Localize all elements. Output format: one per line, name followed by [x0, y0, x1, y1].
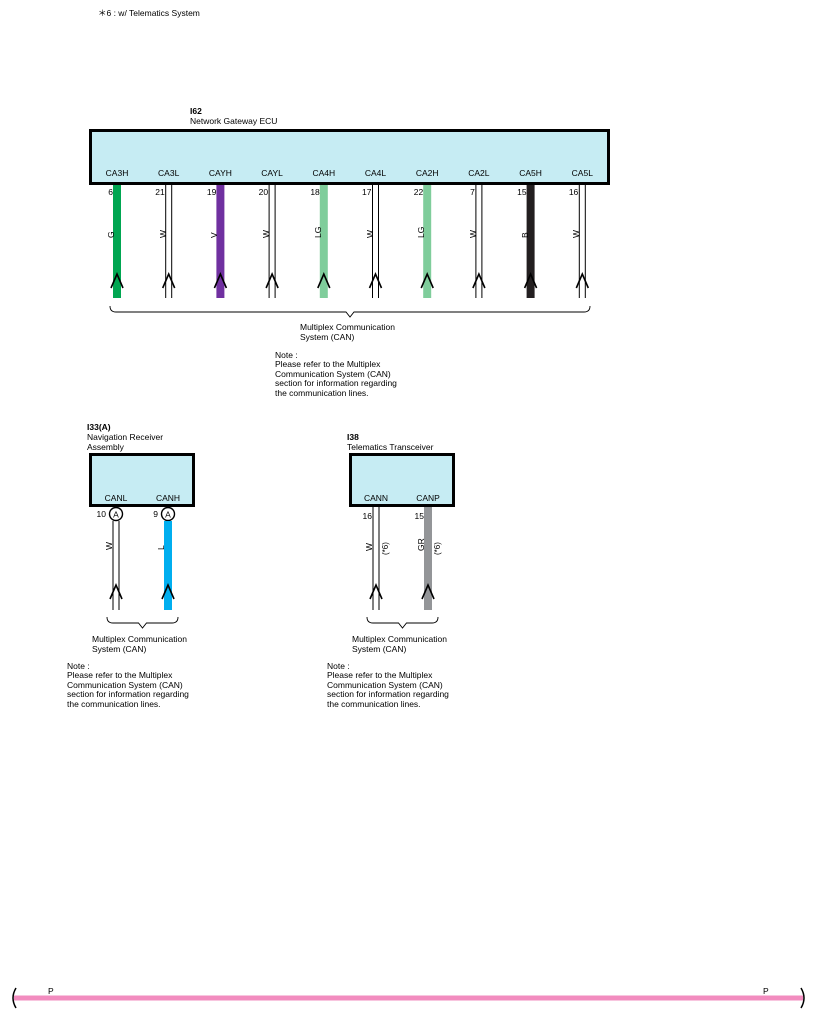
gateway-code: I62: [190, 106, 202, 116]
bus-label-right: P: [763, 986, 769, 996]
telematics-transceiver-box: [349, 453, 455, 507]
gateway-pin-number: 18: [310, 187, 320, 197]
nav-connector-letter: A: [165, 510, 171, 520]
gateway-pin-label: CA2H: [415, 168, 439, 178]
telematics-wire-tag: (*6): [433, 542, 442, 555]
nav-wire-color-code: W: [104, 541, 114, 550]
gateway-wire-color-code: W: [261, 229, 272, 238]
nav-pin-label: CANL: [104, 493, 128, 503]
gateway-pin-number: 20: [258, 187, 269, 197]
gateway-pin-label: CA3L: [158, 168, 180, 178]
gateway-wire-arrow: [575, 271, 590, 289]
gateway-wire-arrow: [523, 271, 538, 289]
nav-pin-number: 10: [96, 509, 106, 519]
gateway-wire-arrow: [213, 271, 228, 289]
gateway-wire-color-code: W: [467, 229, 478, 238]
gateway-ecu-box: [89, 129, 610, 185]
gateway-pin-label: CA2L: [468, 168, 490, 178]
gateway-wire-arrow: [472, 271, 486, 289]
gateway-pin-label: CA5H: [519, 168, 542, 178]
nav-wire-arrow: [161, 582, 175, 600]
gateway-wire-arrow: [317, 271, 331, 289]
gateway-pin-label: CA5L: [571, 168, 593, 178]
gateway-pin-number: 22: [413, 187, 424, 197]
telematics-code: I38: [347, 432, 359, 442]
telematics-name: Telematics Transceiver: [347, 442, 434, 452]
gateway-wire-arrow: [161, 271, 176, 289]
gateway-bus-brace: [109, 305, 591, 318]
nav-pin-label: CANH: [155, 493, 181, 503]
gateway-pin-label: CA3H: [105, 168, 129, 178]
gateway-pin-label: CA4H: [312, 168, 336, 178]
nav-wire-color-code: L: [156, 545, 166, 550]
gateway-wire-arrow: [420, 271, 434, 289]
nav-pin-number: 9: [153, 509, 158, 519]
nav-connector-circle: [160, 506, 176, 522]
telematics-pin-label: CANN: [363, 493, 389, 503]
nav-system-label-1: Multiplex Communication: [92, 634, 187, 644]
gateway-wire-color-code: V: [209, 232, 220, 238]
gateway-note-title: Note :: [275, 350, 298, 360]
telematics-system-label-1: Multiplex Communication: [352, 634, 447, 644]
nav-connector-letter: A: [113, 510, 119, 520]
telematics-pin-number: 16: [362, 511, 372, 521]
gateway-pin-number: 15: [517, 187, 527, 197]
telematics-wire-color-code: W: [364, 542, 374, 551]
gateway-pin-label: CA4L: [364, 168, 387, 178]
gateway-wire-arrow: [265, 271, 279, 289]
gateway-pin-number: 19: [206, 187, 217, 197]
gateway-pin-label: CAYH: [208, 168, 232, 178]
gateway-system-label-1: Multiplex Communication: [300, 322, 395, 332]
gateway-note-body: Please refer to the Multiplex Communicat…: [275, 359, 397, 398]
telematics-bus-brace: [366, 616, 439, 629]
nav-code: I33(A): [87, 422, 111, 432]
nav-wire-arrow: [109, 582, 123, 600]
gateway-wire-color-code: LG: [416, 226, 427, 238]
bus-break-right: [800, 987, 805, 1009]
telematics-pin-number: 15: [414, 511, 424, 521]
gateway-system-label-2: System (CAN): [300, 332, 355, 342]
telematics-pin-label: CANP: [416, 493, 440, 503]
gateway-wire-color-code: LG: [312, 226, 323, 238]
nav-bus-brace: [106, 616, 179, 629]
gateway-wire-color-code: W: [157, 229, 168, 238]
nav-note-body: Please refer to the Multiplex Communicat…: [67, 670, 189, 709]
gateway-pin-number: 21: [155, 187, 165, 197]
gateway-pin-label: CAYL: [261, 168, 283, 178]
telematics-note-title: Note :: [327, 661, 350, 671]
nav-system-label-2: System (CAN): [92, 644, 147, 654]
gateway-pin-number: 6: [108, 187, 113, 197]
telematics-system-label-2: System (CAN): [352, 644, 407, 654]
gateway-wire-arrow: [368, 271, 383, 289]
gateway-wire-arrow: [110, 271, 124, 289]
nav-receiver-box: [89, 453, 195, 507]
gateway-pin-number: 7: [470, 187, 475, 197]
gateway-wire-color-code: B: [519, 232, 530, 238]
nav-name-2: Assembly: [87, 442, 124, 452]
telematics-wire-arrow: [421, 582, 435, 600]
footnote: ＊6 : w/ Telematics System: [98, 8, 200, 18]
gateway-pin-number: 16: [568, 187, 579, 197]
gateway-name: Network Gateway ECU: [190, 116, 278, 126]
telematics-wire-color-code: GR: [416, 538, 426, 551]
gateway-wire-color-code: W: [571, 229, 582, 238]
telematics-wire-arrow: [369, 582, 383, 600]
nav-connector-circle: [108, 506, 124, 522]
telematics-note-body: Please refer to the Multiplex Communicat…: [327, 670, 449, 709]
nav-name-1: Navigation Receiver: [87, 432, 164, 442]
telematics-wire-tag: (*6): [381, 542, 390, 555]
gateway-pin-number: 17: [362, 187, 372, 197]
nav-note-title: Note :: [67, 661, 90, 671]
gateway-wire-color-code: W: [364, 229, 375, 238]
bus-break-left: [12, 987, 17, 1009]
bus-label-left: P: [48, 986, 54, 996]
gateway-wire-color-code: G: [106, 231, 116, 238]
